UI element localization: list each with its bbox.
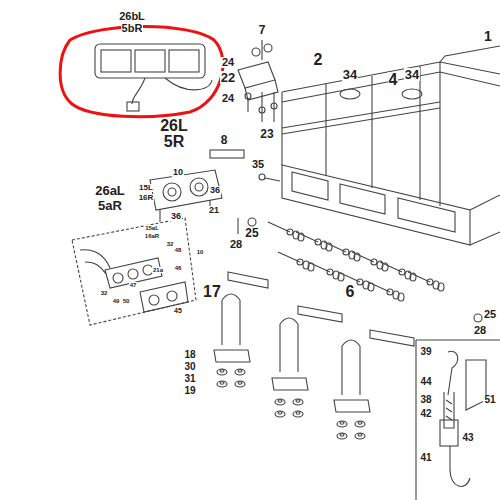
callout-number: 22 (220, 71, 236, 84)
callout-number: 50 (122, 298, 131, 304)
callout-number: 47 (129, 282, 138, 288)
crossbar (228, 272, 414, 346)
callout-number: 43 (461, 433, 474, 443)
callout-number: 10 (196, 249, 205, 255)
callout-number: 8 (220, 134, 229, 146)
screw (259, 174, 280, 181)
u-bolt (214, 294, 370, 439)
rear-lamp (150, 170, 222, 222)
callout-number: 35 (251, 159, 265, 170)
callout-number: 49 (112, 298, 121, 304)
cargo-body (282, 46, 500, 245)
callout-number: 34 (342, 68, 358, 81)
bolt-set (268, 222, 444, 301)
callout-number: 28 (229, 239, 243, 250)
callout-number: 45 (173, 307, 183, 314)
callout-number: 25 (244, 227, 259, 239)
callout-number: 31 (183, 374, 196, 384)
callout-number: 4 (388, 72, 399, 88)
callout-number: 21a (152, 267, 164, 273)
callout-number: 24 (221, 93, 235, 104)
callout-number: 18 (183, 350, 196, 360)
callout-number: 51 (483, 395, 496, 405)
rear-light-bar (95, 44, 212, 111)
callout-number: 5aR (97, 199, 123, 212)
highlight-circle (60, 27, 223, 117)
callout-number: 16aR (144, 233, 160, 239)
callout-number: 23 (259, 128, 274, 140)
callout-number: 30 (183, 362, 196, 372)
latch-assembly (416, 340, 500, 500)
washer (474, 314, 482, 322)
callout-number: 34 (404, 68, 420, 81)
callout-number: 5bR (121, 23, 144, 34)
callout-number: 46 (174, 265, 183, 271)
callout-number: 44 (419, 377, 432, 387)
callout-number: 38 (419, 395, 432, 405)
callout-number: 1 (483, 29, 493, 43)
callout-number: 39 (419, 347, 432, 357)
callout-number: 15aL (144, 225, 160, 231)
lamp-assembly (72, 218, 196, 325)
callout-number: 7 (258, 24, 267, 36)
callout-number: 48 (174, 247, 183, 253)
callout-number: 28 (473, 325, 487, 336)
callout-number: 17 (202, 284, 222, 300)
callout-number: 41 (419, 453, 432, 463)
cap (402, 89, 422, 99)
callout-number: 21 (208, 206, 220, 215)
callout-number: 26aL (94, 184, 126, 197)
callout-number: 26bL (118, 11, 146, 22)
callout-number: 36 (170, 212, 182, 221)
callout-number: 6 (345, 284, 356, 300)
washer (248, 218, 256, 226)
plate (210, 150, 244, 158)
cap (340, 89, 360, 99)
bracket (238, 40, 278, 122)
callout-number: 15L (138, 184, 154, 192)
callout-number: 24 (221, 57, 235, 68)
callout-number: 5R (163, 134, 185, 150)
callout-number: 10 (172, 168, 184, 177)
callout-number: 2 (313, 52, 324, 68)
callout-number: 36 (209, 186, 221, 195)
callout-number: 19 (183, 386, 196, 396)
callout-number: 32 (100, 290, 109, 296)
callout-number: 25 (483, 309, 497, 320)
callout-number: 26L (159, 118, 189, 134)
callout-number: 42 (419, 409, 432, 419)
callout-number: 16R (138, 194, 155, 202)
screw (237, 218, 238, 234)
